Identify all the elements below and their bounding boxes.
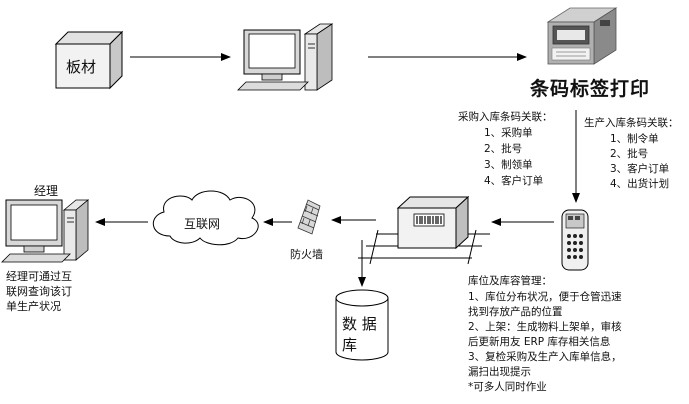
barcode-printer-icon <box>546 7 618 65</box>
database-label-line2: 库 <box>342 336 358 354</box>
purchase-item: 4、客户订单 <box>484 175 544 187</box>
firewall-icon <box>297 199 321 235</box>
board-label: 板材 <box>66 58 97 76</box>
warehouse-line: 漏扫出现提示 <box>468 366 531 378</box>
purchase-item: 1、采购单 <box>484 127 533 139</box>
warehouse-line: 后更新用友 ERP 库存相关信息 <box>468 336 611 348</box>
production-item: 1、制令单 <box>610 133 659 145</box>
printer-title: 条码标签打印 <box>530 78 651 100</box>
computer-manager-icon <box>1 199 90 263</box>
purchase-item: 3、制领单 <box>484 159 533 171</box>
production-item: 4、出货计划 <box>610 178 670 190</box>
warehouse-block-title: 库位及库容管理： <box>468 275 552 287</box>
warehouse-line: 3、复检采购及生产入库单信息， <box>468 351 622 363</box>
purchase-item: 2、批号 <box>484 143 523 155</box>
warehouse-line: 找到存放产品的位置 <box>468 306 563 318</box>
cloud-label: 互联网 <box>184 217 221 231</box>
database-label-line1: 数 据 <box>342 315 377 333</box>
manager-label: 经理 <box>34 184 59 198</box>
manager-note-line: 联网查询该订 <box>6 285 72 298</box>
purchase-block-title: 采购入库条码关联： <box>458 111 553 123</box>
internet-cloud-icon <box>153 190 259 246</box>
computer-top-icon <box>237 23 334 91</box>
warehouse-line: *可多人同时作业 <box>468 381 547 393</box>
warehouse-rack-icon <box>358 195 490 265</box>
production-item: 3、客户订单 <box>610 163 670 175</box>
manager-note-line: 经理可通过互 <box>6 270 72 283</box>
production-block-title: 生产入库条码关联： <box>584 117 679 129</box>
warehouse-line: 2、上架：生成物料上架单，审核 <box>468 321 622 333</box>
firewall-label: 防火墙 <box>290 248 323 261</box>
warehouse-line: 1、库位分布状况，便于仓管迅速 <box>468 291 622 303</box>
manager-note-line: 单生产状况 <box>6 300 61 313</box>
database-icon <box>335 289 389 361</box>
production-item: 2、批号 <box>610 148 649 160</box>
board-box <box>54 30 124 90</box>
handheld-scanner-icon <box>561 209 589 271</box>
